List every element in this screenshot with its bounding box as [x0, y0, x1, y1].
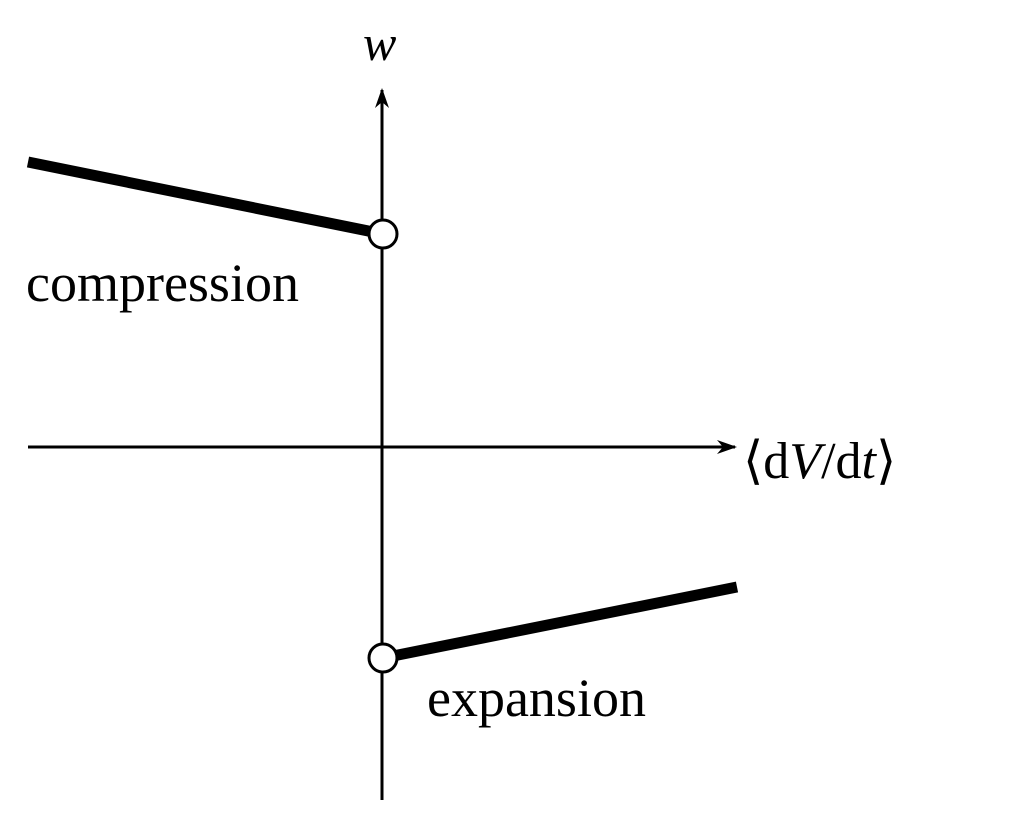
compression-open-endpoint: [367, 218, 399, 250]
expansion-branch-line: [381, 581, 739, 664]
expansion-open-endpoint: [367, 642, 399, 674]
x-label-var-t: t: [862, 433, 878, 490]
expansion-label: expansion: [427, 668, 646, 728]
y-axis-label: w: [363, 15, 396, 71]
x-label-var-v: V: [789, 433, 826, 490]
x-label-close: ⟩: [876, 433, 896, 490]
compression-label: compression: [26, 253, 299, 313]
x-axis-label: ⟨dV/dt⟩: [743, 433, 896, 490]
x-label-slash: /d: [821, 433, 861, 490]
x-label-open: ⟨d: [743, 433, 789, 490]
compression-branch-line: [26, 156, 385, 240]
